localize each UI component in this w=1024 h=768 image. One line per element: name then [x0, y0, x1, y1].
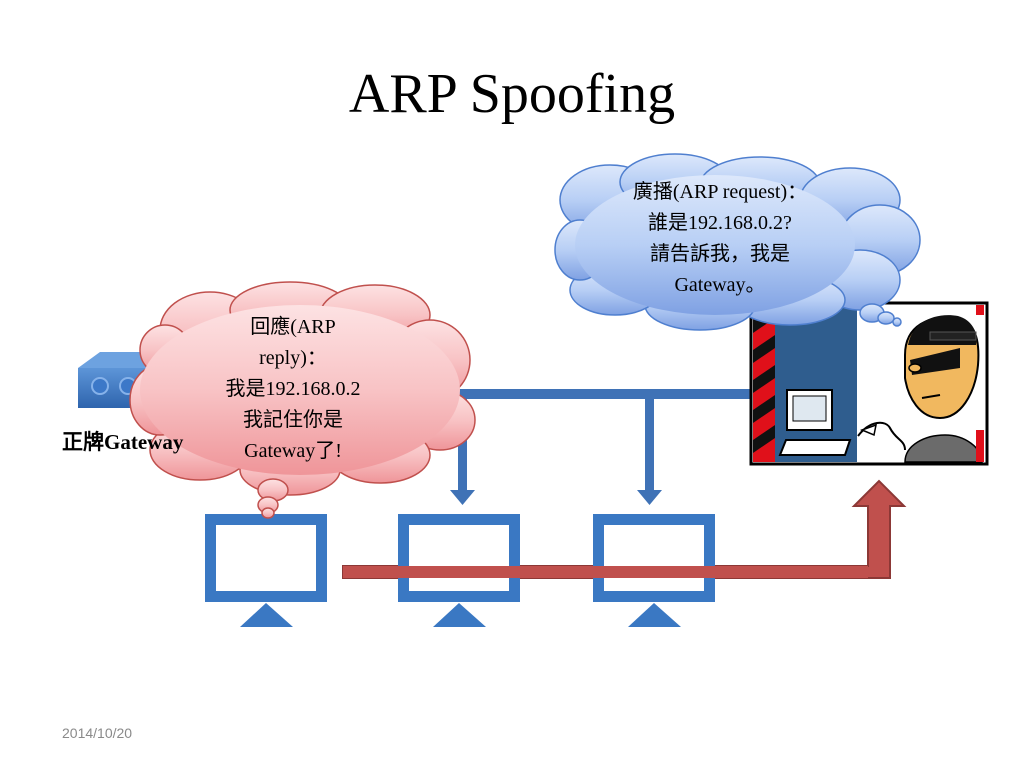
- reply-line: Gateway了!: [244, 440, 342, 462]
- hacker-icon: [749, 301, 989, 466]
- page-title: ARP Spoofing: [348, 63, 676, 125]
- request-line: Gateway。: [674, 274, 766, 296]
- monitor-icon: [398, 514, 520, 627]
- reply-line: 我是192.168.0.2: [225, 378, 361, 400]
- router-icon: [78, 352, 180, 408]
- reply-line: 我記住你是: [243, 409, 343, 431]
- request-line: 誰是192.168.0.2?: [648, 212, 792, 234]
- reply-line: reply)：: [259, 347, 327, 369]
- spoof-path-overlay: [343, 566, 868, 578]
- reply-cloud: [129, 281, 476, 519]
- reply-line: 回應(ARP: [250, 316, 336, 338]
- network-bus: [440, 389, 758, 505]
- gateway-label: 正牌Gateway: [62, 430, 184, 454]
- request-line: 廣播(ARP request)：: [632, 181, 808, 203]
- request-line: 請告訴我，我是: [650, 243, 790, 265]
- monitor-icon: [205, 514, 327, 627]
- reply-bubble-text: 回應(ARP reply)： 我是192.168.0.2 我記住你是 Gatew…: [178, 312, 408, 467]
- request-cloud: [554, 153, 921, 331]
- request-bubble-text: 廣播(ARP request)： 誰是192.168.0.2? 請告訴我，我是 …: [585, 177, 855, 301]
- slide-date: 2014/10/20: [62, 725, 133, 741]
- monitor-icon: [593, 514, 715, 627]
